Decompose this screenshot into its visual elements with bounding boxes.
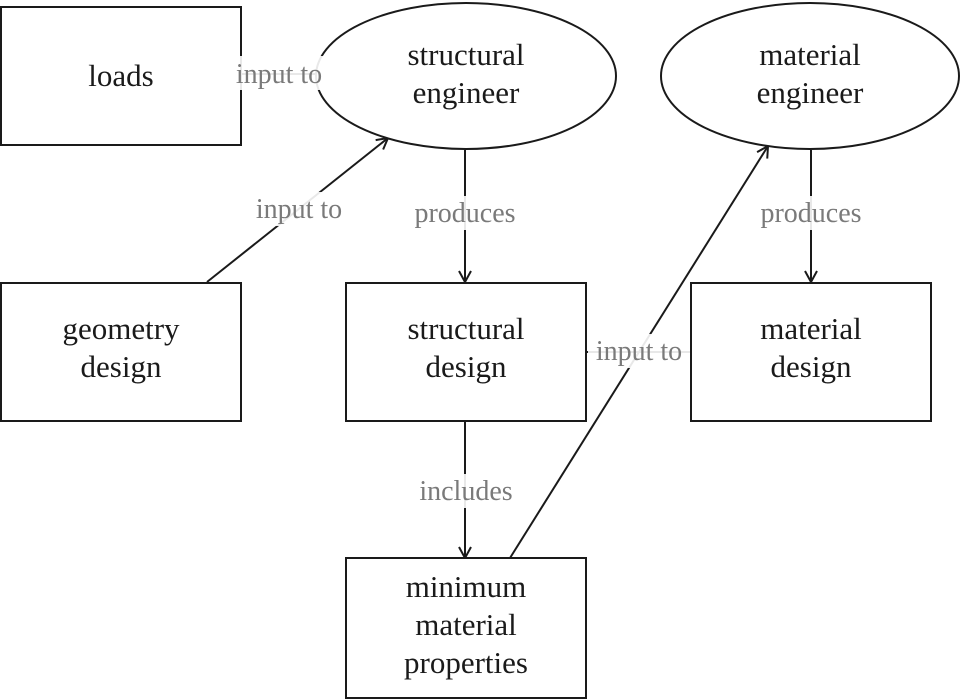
edge-label-text: input to bbox=[256, 194, 342, 225]
edge-label-structural-engineer-to-structural-design: produces bbox=[404, 196, 526, 230]
edge-label-structural-design-to-material-design: input to bbox=[588, 334, 690, 368]
node-material-engineer: material engineer bbox=[660, 2, 960, 150]
edge-label-text: produces bbox=[414, 198, 515, 229]
svg-text:structural: structural bbox=[407, 37, 524, 72]
node-material-design-line-1: material bbox=[760, 311, 862, 346]
edge-label-text: input to bbox=[596, 336, 682, 367]
edge-label-geometry-design-to-structural-engineer: input to bbox=[247, 192, 351, 226]
node-structural-design-line-1: structural bbox=[407, 311, 524, 346]
node-geometry-design: geometry design bbox=[0, 282, 242, 422]
svg-text:design: design bbox=[81, 349, 162, 384]
node-structural-engineer-line-2: engineer bbox=[413, 75, 520, 110]
svg-text:produces: produces bbox=[414, 198, 515, 229]
svg-text:engineer: engineer bbox=[413, 75, 520, 110]
svg-text:geometry: geometry bbox=[62, 311, 180, 346]
node-loads-line-1: loads bbox=[88, 58, 153, 93]
node-loads: loads bbox=[0, 6, 242, 146]
svg-text:material: material bbox=[415, 607, 517, 642]
node-minimum-material-properties: minimum material properties bbox=[345, 557, 587, 699]
svg-text:input to: input to bbox=[256, 194, 342, 225]
node-minimum-material-properties-line-1: minimum bbox=[406, 569, 527, 604]
node-material-design-line-2: design bbox=[771, 349, 852, 384]
node-geometry-design-line-1: geometry bbox=[62, 311, 180, 346]
node-structural-engineer-line-1: structural bbox=[407, 37, 524, 72]
svg-text:minimum: minimum bbox=[406, 569, 527, 604]
svg-text:design: design bbox=[771, 349, 852, 384]
node-material-design: material design bbox=[690, 282, 932, 422]
edge-label-text: includes bbox=[419, 476, 512, 507]
node-structural-design: structural design bbox=[345, 282, 587, 422]
node-minimum-material-properties-line-2: material bbox=[415, 607, 517, 642]
svg-text:loads: loads bbox=[88, 58, 153, 93]
svg-text:input to: input to bbox=[596, 336, 682, 367]
node-material-engineer-line-2: engineer bbox=[757, 75, 864, 110]
svg-text:design: design bbox=[426, 349, 507, 384]
node-structural-design-line-2: design bbox=[426, 349, 507, 384]
edge-label-material-engineer-to-material-design: produces bbox=[750, 196, 872, 230]
node-geometry-design-line-2: design bbox=[81, 349, 162, 384]
svg-text:includes: includes bbox=[419, 476, 512, 507]
svg-text:material: material bbox=[759, 37, 861, 72]
svg-text:input to: input to bbox=[236, 59, 322, 90]
svg-text:produces: produces bbox=[760, 198, 861, 229]
svg-text:material: material bbox=[760, 311, 862, 346]
svg-text:properties: properties bbox=[404, 645, 528, 680]
edge-label-loads-to-structural-engineer: input to bbox=[229, 56, 329, 90]
edge-label-structural-design-to-minimum-material-properties: includes bbox=[409, 474, 523, 508]
node-material-engineer-line-1: material bbox=[759, 37, 861, 72]
node-structural-engineer: structural engineer bbox=[315, 2, 617, 150]
edge-label-text: input to bbox=[236, 59, 322, 90]
svg-text:engineer: engineer bbox=[757, 75, 864, 110]
edge-label-text: produces bbox=[760, 198, 861, 229]
node-minimum-material-properties-line-3: properties bbox=[404, 645, 528, 680]
svg-text:structural: structural bbox=[407, 311, 524, 346]
